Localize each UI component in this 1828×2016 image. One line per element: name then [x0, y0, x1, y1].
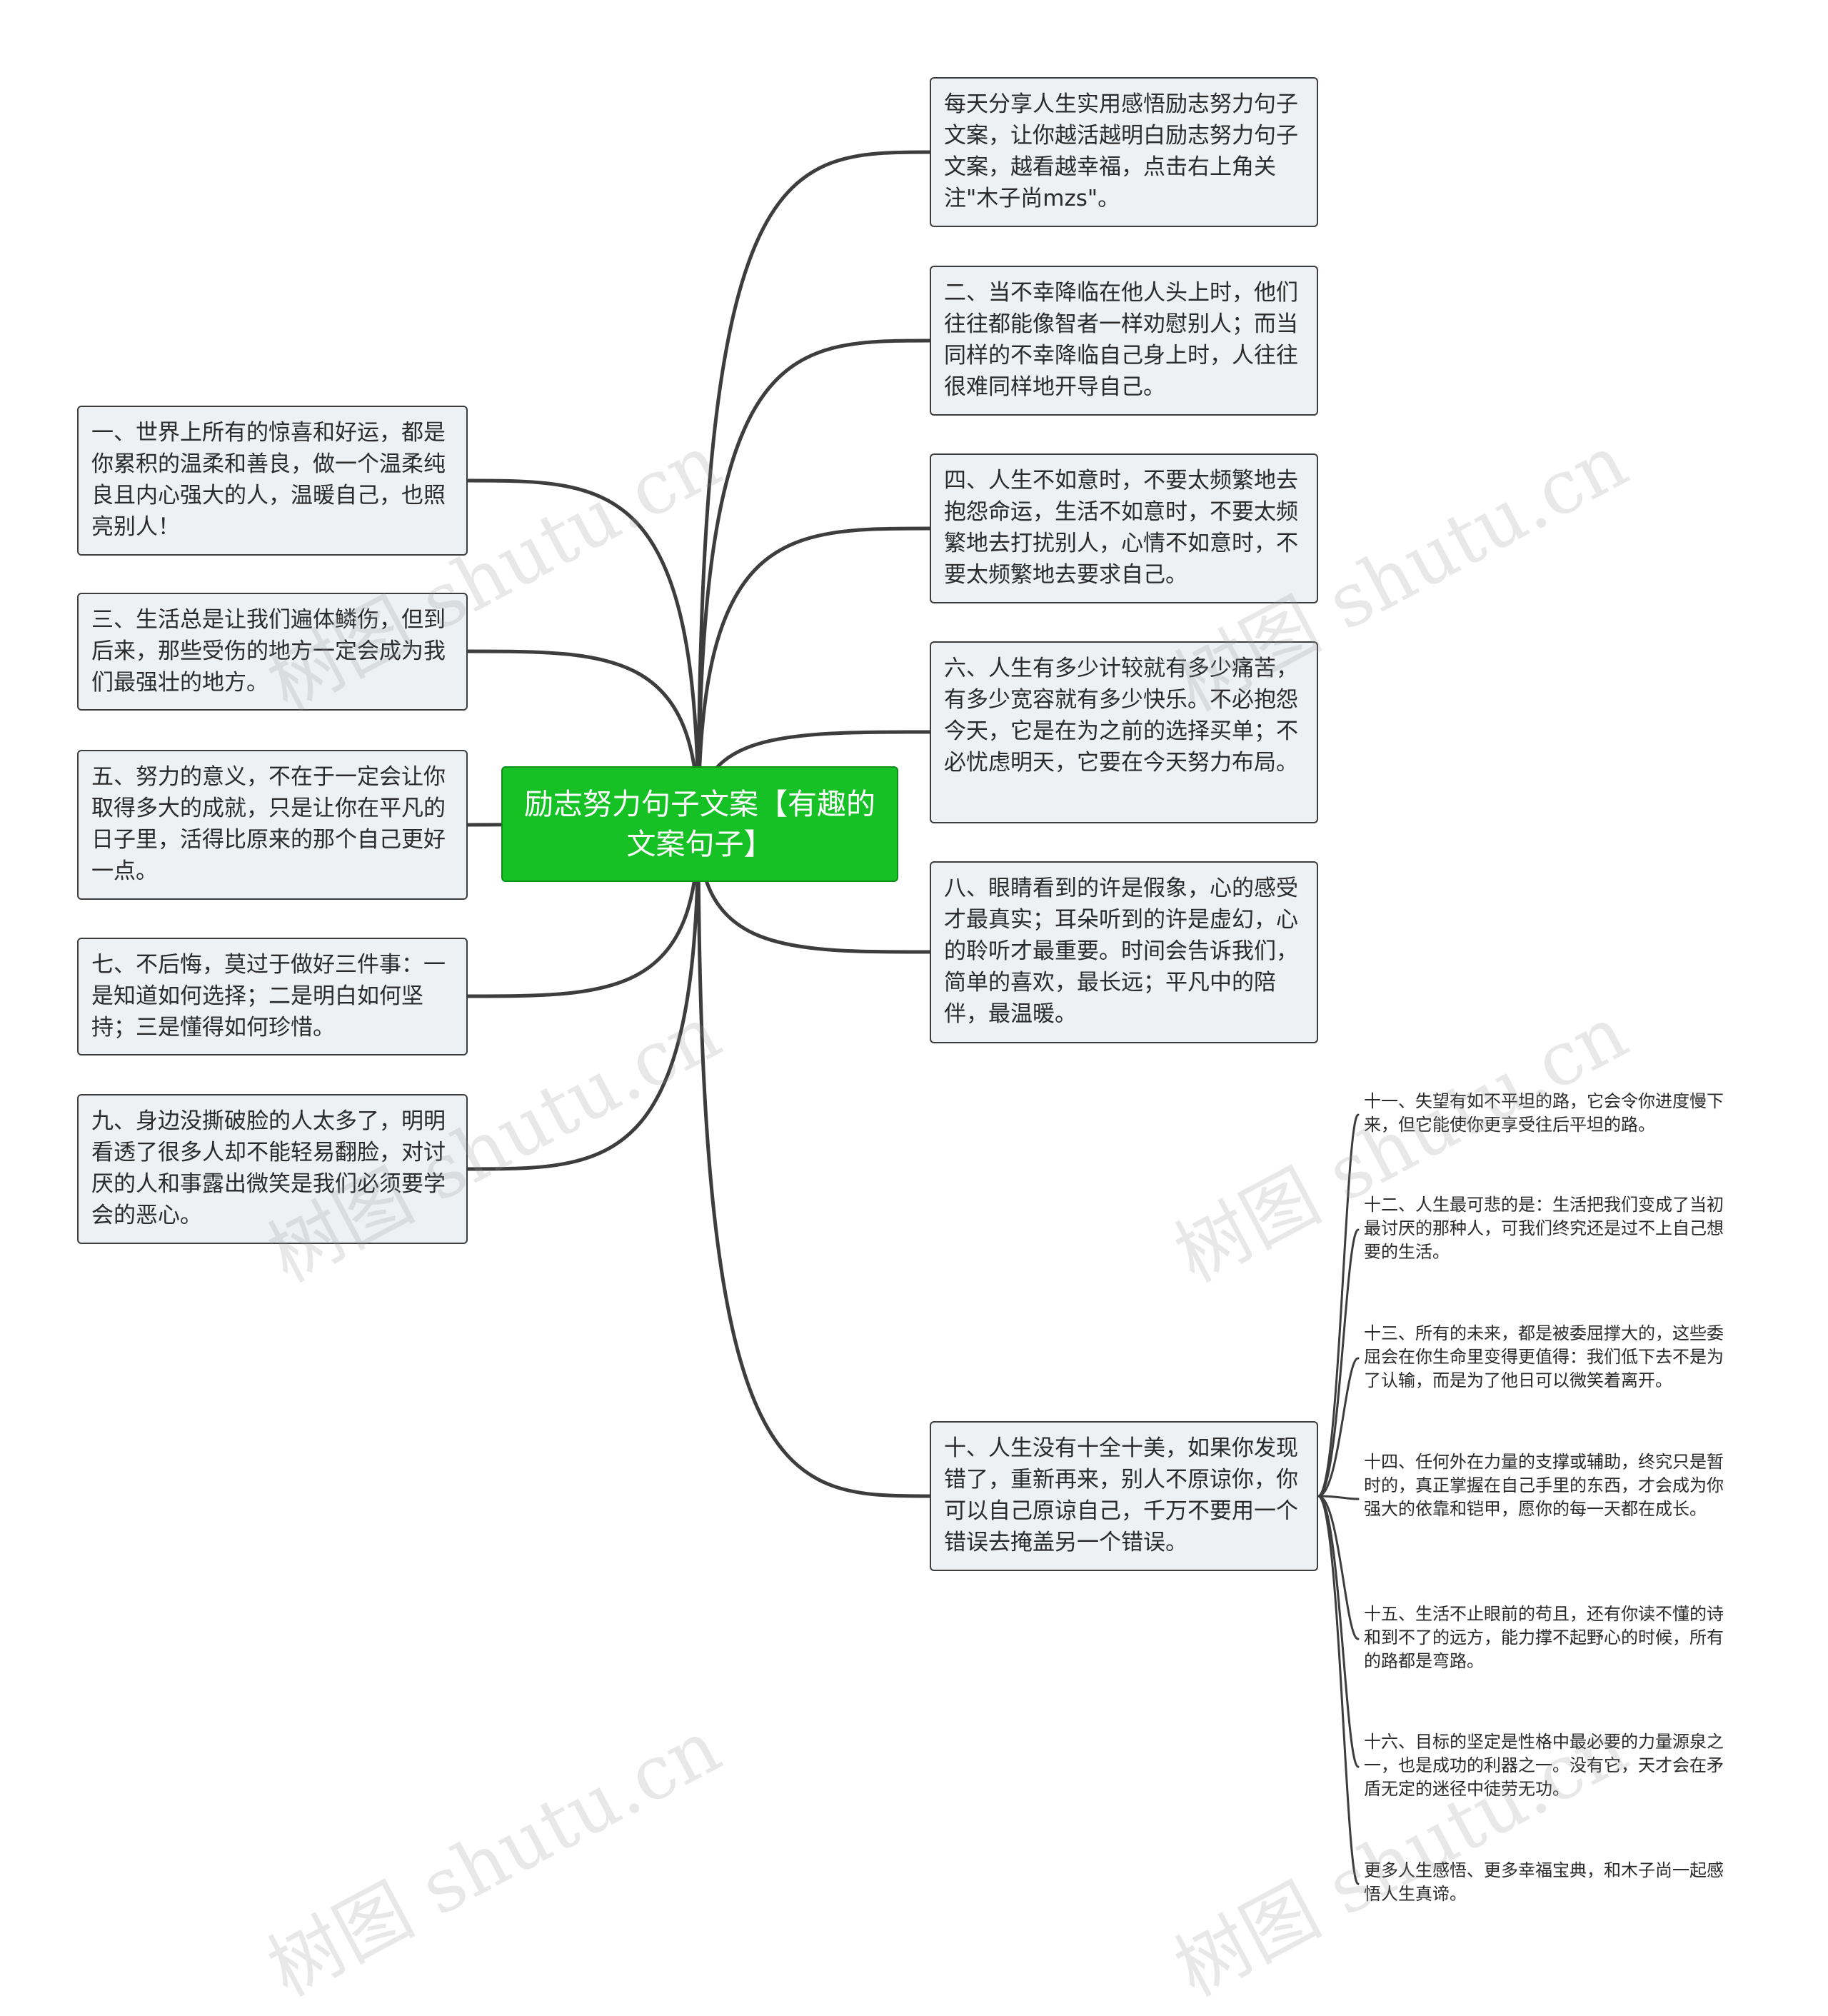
connector-sub-3	[1317, 1495, 1360, 1500]
right-node-intro[interactable]: 每天分享人生实用感悟励志努力句子文案，让你越活越明白励志努力句子文案，越看越幸福…	[930, 77, 1318, 227]
left-node-9[interactable]: 九、身边没撕破脸的人太多了，明明看透了很多人却不能轻易翻脸，对讨厌的人和事露出微…	[77, 1094, 468, 1244]
connector-left-1	[466, 649, 700, 826]
sub-node-more[interactable]: 更多人生感悟、更多幸福宝典，和木子尚一起感悟人生真谛。	[1364, 1860, 1724, 1904]
connector-right-0	[696, 150, 932, 826]
connector-left-0	[466, 478, 700, 826]
sub-node-11[interactable]: 十一、失望有如不平坦的路，它会令你进度慢下来，但它能使你更享受往后平坦的路。	[1364, 1091, 1724, 1135]
connector-sub-0	[1317, 1113, 1360, 1498]
right-node-8[interactable]: 八、眼睛看到的许是假象，心的感受才最真实；耳朵听到的许是虚幻，心的聆听才最重要。…	[930, 861, 1318, 1043]
left-node-1[interactable]: 一、世界上所有的惊喜和好运，都是你累积的温柔和善良，做一个温柔纯良且内心强大的人…	[77, 406, 468, 556]
sub-node-13[interactable]: 十三、所有的未来，都是被委屈撑大的，这些委屈会在你生命里变得更值得：我们低下去不…	[1364, 1323, 1724, 1390]
connector-sub-5	[1317, 1495, 1360, 1768]
right-node-6[interactable]: 六、人生有多少计较就有多少痛苦，有多少宽容就有多少快乐。不必抱怨今天，它是在为之…	[930, 641, 1318, 823]
connector-sub-1	[1317, 1228, 1360, 1498]
connector-right-5	[696, 822, 932, 1498]
connector-right-2	[696, 526, 932, 826]
sub-node-12[interactable]: 十二、人生最可悲的是：生活把我们变成了当初最讨厌的那种人，可我们终究还是过不上自…	[1364, 1195, 1724, 1262]
connector-sub-4	[1317, 1495, 1360, 1640]
left-node-7[interactable]: 七、不后悔，莫过于做好三件事：一是知道如何选择；二是明白如何坚持；三是懂得如何珍…	[77, 938, 468, 1055]
right-node-10[interactable]: 十、人生没有十全十美，如果你发现错了，重新再来，别人不原谅你，你可以自己原谅自己…	[930, 1421, 1318, 1571]
connector-left-3	[466, 822, 700, 998]
right-node-2[interactable]: 二、当不幸降临在他人头上时，他们往往都能像智者一样劝慰别人；而当同样的不幸降临自…	[930, 266, 1318, 416]
connector-sub-6	[1317, 1495, 1360, 1885]
sub-node-16[interactable]: 十六、目标的坚定是性格中最必要的力量源泉之一，也是成功的利器之一。没有它，天才会…	[1364, 1732, 1724, 1799]
left-node-5[interactable]: 五、努力的意义，不在于一定会让你取得多大的成就，只是让你在平凡的日子里，活得比原…	[77, 750, 468, 900]
sub-node-14[interactable]: 十四、任何外在力量的支撑或辅助，终究只是暂时的，真正掌握在自己手里的东西，才会成…	[1364, 1452, 1724, 1519]
right-node-4[interactable]: 四、人生不如意时，不要太频繁地去抱怨命运，生活不如意时，不要太频繁地去打扰别人，…	[930, 453, 1318, 603]
sub-node-15[interactable]: 十五、生活不止眼前的苟且，还有你读不懂的诗和到不了的远方，能力撑不起野心的时候，…	[1364, 1604, 1724, 1671]
connector-sub-2	[1317, 1357, 1360, 1498]
root-topic[interactable]: 励志努力句子文案【有趣的文案句子】	[501, 766, 898, 882]
connector-left-4	[466, 822, 700, 1171]
left-node-3[interactable]: 三、生活总是让我们遍体鳞伤，但到后来，那些受伤的地方一定会成为我们最强壮的地方。	[77, 593, 468, 711]
connector-right-1	[696, 338, 932, 826]
